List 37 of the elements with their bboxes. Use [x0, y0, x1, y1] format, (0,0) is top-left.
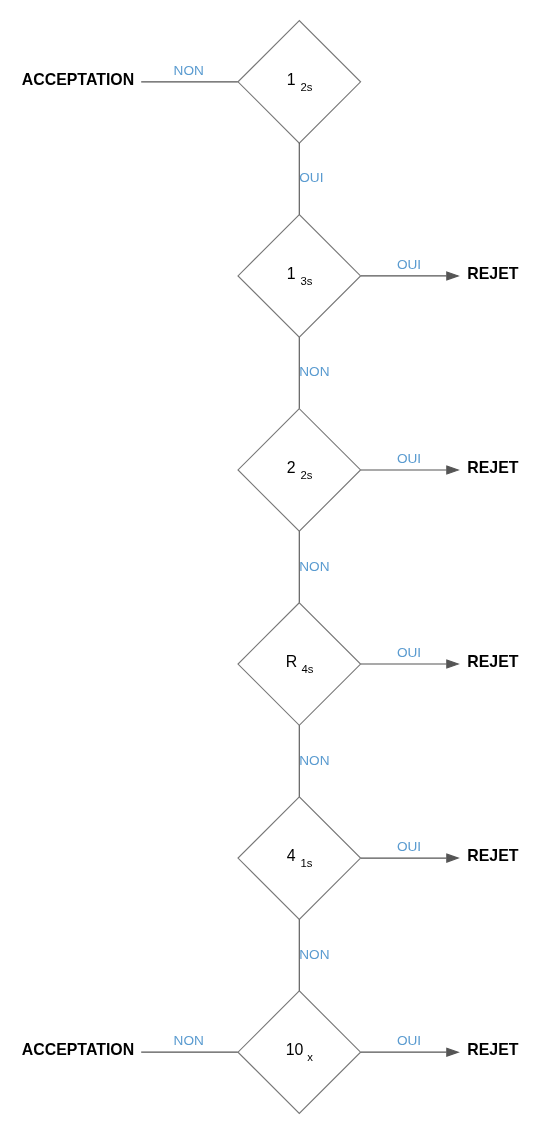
- node-diamond: R $_{4s}$: [237, 601, 362, 727]
- edge-label: OUI: [396, 450, 422, 466]
- node-diamond: 2 $_{2s}$: [237, 407, 362, 533]
- edge-label: OUI: [396, 1032, 422, 1048]
- arrow: [360, 659, 460, 669]
- arrow: [360, 1047, 460, 1057]
- connector: [298, 142, 300, 216]
- edge-label: OUI: [299, 170, 324, 186]
- node-diamond: 1 $_{3s}$: [237, 213, 362, 338]
- edge-label: OUI: [396, 256, 422, 272]
- connector: [140, 81, 239, 83]
- edge-label: NON: [299, 946, 330, 962]
- connector: [298, 336, 300, 410]
- arrow: [360, 465, 460, 475]
- node-diamond: 4 $_{1s}$: [237, 796, 362, 921]
- edge-label: OUI: [396, 644, 422, 660]
- edge-label: NON: [299, 364, 330, 380]
- node-text: ACCEPTATION: [21, 1041, 135, 1059]
- edge-label: OUI: [396, 838, 422, 854]
- node-diamond: 1 $_{2s}$: [237, 19, 362, 144]
- node-text: REJET: [467, 459, 519, 477]
- edge-label: NON: [173, 1032, 204, 1048]
- arrow: [360, 853, 460, 863]
- node-text: REJET: [467, 847, 519, 865]
- edge-label: NON: [299, 752, 330, 768]
- node-text: REJET: [467, 264, 519, 282]
- arrow: [360, 271, 460, 281]
- edge-label: NON: [173, 62, 204, 78]
- connector: [298, 724, 300, 798]
- node-text: ACCEPTATION: [21, 70, 135, 88]
- connector: [140, 1051, 239, 1053]
- node-diamond: 10 $_{x}$: [237, 990, 362, 1115]
- edge-label: NON: [299, 558, 330, 574]
- connector: [298, 530, 300, 604]
- node-text: REJET: [467, 653, 519, 671]
- connector: [298, 918, 300, 992]
- node-text: REJET: [467, 1041, 519, 1059]
